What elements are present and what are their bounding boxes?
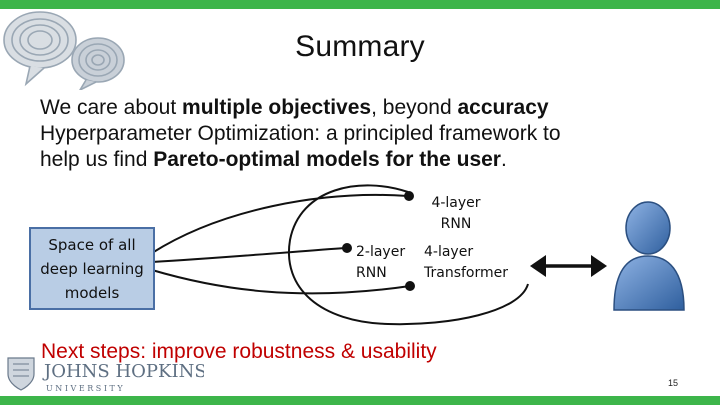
dot-2-layer-rnn — [342, 243, 352, 253]
body-line-3: help us find Pareto-optimal models for t… — [40, 147, 700, 173]
speech-bubbles-logo-icon — [3, 11, 125, 90]
bottom-accent-bar — [0, 396, 720, 405]
model-space-box-line-3: models — [64, 283, 120, 302]
user-icon — [613, 201, 685, 311]
body-line-1-text-a: We care about — [40, 96, 183, 119]
model-space-loop — [287, 184, 529, 326]
curve-to-2-layer-rnn — [151, 247, 346, 263]
label-4-layer-transformer-line-2: Transformer — [424, 265, 509, 281]
dot-4-layer-transformer — [405, 281, 415, 291]
body-line-1-text-b: , beyond — [371, 96, 458, 119]
label-2-layer-rnn: 2-layer RNN — [356, 242, 412, 284]
label-2-layer-rnn-line-1: 2-layer — [356, 244, 406, 260]
jhu-wordmark-bottom: U N I V E R S I T Y — [46, 384, 123, 393]
body-line-3-bold: Pareto-optimal models for the user — [153, 148, 501, 171]
body-line-1: We care about multiple objectives, beyon… — [40, 95, 700, 121]
next-steps-text: Next steps: improve robustness & usabili… — [41, 340, 437, 363]
page-number: 15 — [668, 378, 679, 388]
jhu-shield-icon: JOHNS HOPKINS U N I V E R S I T Y — [7, 357, 204, 393]
label-2-layer-rnn-line-2: RNN — [356, 265, 387, 281]
body-line-3-text-b: . — [500, 148, 507, 171]
label-4-layer-rnn: 4-layer RNN — [426, 193, 486, 235]
body-text: We care about multiple objectives, beyon… — [40, 95, 700, 173]
model-space-box: Space of all deep learning models — [29, 227, 155, 310]
dot-4-layer-rnn — [404, 191, 414, 201]
model-space-box-line-2: deep learning — [40, 259, 144, 278]
model-space-box-line-1: Space of all — [48, 235, 136, 254]
body-line-2: Hyperparameter Optimization: a principle… — [40, 122, 561, 145]
curve-to-4-layer-rnn — [151, 193, 409, 254]
label-4-layer-rnn-line-2: RNN — [440, 216, 472, 232]
body-line-1-bold-a: multiple objectives — [182, 96, 372, 119]
double-arrow-icon — [530, 255, 607, 277]
body-line-3-text-a: help us find — [40, 148, 154, 171]
body-line-1-bold-b: accuracy — [457, 96, 549, 119]
label-4-layer-transformer: 4-layer Transformer — [424, 242, 524, 284]
label-4-layer-transformer-line-1: 4-layer — [424, 244, 474, 260]
curve-to-4-layer-transformer — [151, 269, 411, 295]
label-4-layer-rnn-line-1: 4-layer — [431, 195, 481, 211]
jhu-wordmark-top: JOHNS HOPKINS — [42, 361, 204, 382]
model-space-box-text: Space of all deep learning models — [40, 233, 143, 305]
slide-title: Summary — [295, 30, 425, 63]
top-accent-bar — [0, 0, 720, 9]
